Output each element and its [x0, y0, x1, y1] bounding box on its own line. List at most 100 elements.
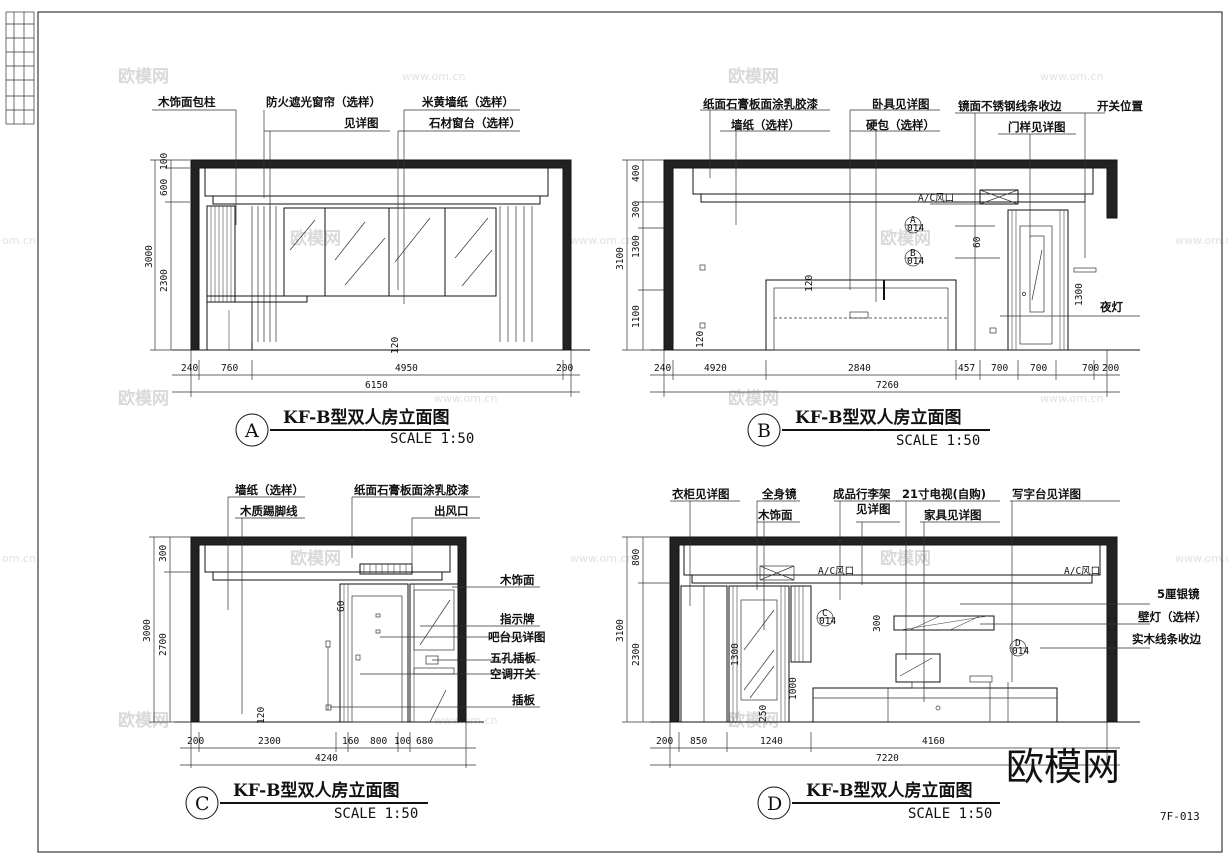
dim-b-457: 457: [958, 363, 975, 374]
watermark-brand: 欧模网: [728, 388, 779, 409]
svg-text:014: 014: [907, 223, 924, 234]
dim-a-4950: 4950: [395, 363, 418, 374]
dim-a-600: 600: [159, 179, 170, 196]
label-c-sign: 指示牌: [500, 612, 535, 626]
dim-b-120-bottom: 120: [695, 331, 706, 348]
label-a-stone-sill: 石材窗台（选样）: [428, 116, 521, 130]
callout-d-c: C 014: [816, 608, 836, 627]
label-b-switch: 开关位置: [1097, 99, 1143, 113]
label-a-see-detail: 见详图: [344, 116, 379, 130]
dim-d-850: 850: [690, 736, 707, 747]
bottom-dims-c: [180, 722, 476, 768]
label-b-steel-trim: 镜面不锈钢线条收边: [958, 99, 1062, 113]
headboard: [765, 279, 957, 351]
dim-b-1300-door: 1300: [1074, 283, 1085, 306]
dim-c-160: 160: [342, 736, 359, 747]
dim-b-4920: 4920: [704, 363, 727, 374]
view-title-a: KF-B型双人房立面图: [283, 407, 450, 428]
dim-b-1300: 1300: [631, 235, 642, 258]
label-c-outlet: 出风口: [434, 504, 469, 518]
dim-d-total: 7220: [876, 753, 899, 764]
dim-b-700c: 700: [1082, 363, 1099, 374]
watermark-url: www.om.cn: [402, 70, 465, 83]
label-c-wood: 木饰面: [499, 573, 535, 587]
dim-a-100: 100: [159, 153, 170, 170]
watermark-brand: 欧模网: [728, 710, 779, 731]
svg-text:C: C: [822, 608, 828, 619]
view-scale-c: SCALE 1:50: [334, 806, 418, 822]
side-dims-b: [622, 159, 664, 351]
label-b-door: 门样见详图: [1008, 120, 1066, 134]
wood-column: [206, 205, 253, 351]
dim-d-4160: 4160: [922, 736, 945, 747]
watermark-url: www.om.cn: [1175, 234, 1228, 247]
label-b-bedding: 卧具见详图: [872, 97, 930, 111]
dim-a-200: 200: [556, 363, 573, 374]
dim-c-120: 120: [256, 707, 267, 724]
watermark-brand: 欧模网: [290, 548, 341, 569]
dim-b-total: 7260: [876, 380, 899, 391]
dim-a-3000: 3000: [144, 245, 155, 268]
callout-d-d: D 014: [1009, 638, 1029, 657]
watermark-url: www.om.cn: [570, 234, 633, 247]
label-c-ac-switch: 空调开关: [490, 667, 536, 681]
leaders-c: [227, 496, 540, 714]
air-outlet: [359, 563, 413, 575]
full-mirror: [728, 565, 795, 723]
label-d-wardrobe: 衣柜见详图: [672, 487, 730, 501]
dim-b-400: 400: [631, 165, 642, 182]
side-dims-c: [149, 536, 191, 723]
dim-c-60: 60: [336, 600, 347, 612]
view-letter-b: B: [757, 420, 771, 442]
dim-d-800: 800: [631, 549, 642, 566]
ac-vent: [979, 189, 1019, 205]
dim-b-240: 240: [654, 363, 671, 374]
watermark-brand: 欧模网: [118, 388, 169, 409]
label-b-night-light: 夜灯: [1099, 300, 1123, 314]
watermark-brand: 欧模网: [728, 66, 779, 87]
label-d-silver-mirror: 5厘银镜: [1157, 587, 1200, 601]
dim-c-2700: 2700: [158, 633, 169, 656]
label-c-socket5: 五孔插板: [490, 651, 536, 665]
label-b-ac: A/C风口: [918, 193, 954, 204]
furniture-d: [812, 615, 1058, 723]
view-marker-c: [185, 786, 219, 820]
elevation-b: A 014 B 014 纸面石膏板面涂乳胶漆 墙纸（选样） 卧具见详图 硬包（选…: [615, 97, 1143, 449]
label-c-skirting: 木质踢脚线: [239, 504, 298, 518]
label-c-gypsum: 纸面石膏板面涂乳胶漆: [354, 483, 469, 497]
label-d-wood-trim: 实木线条收边: [1132, 632, 1201, 646]
dim-b-700b: 700: [1030, 363, 1047, 374]
dim-d-200: 200: [656, 736, 673, 747]
elevation-d: C 014 D 014 衣柜见详图 全身镜 木饰面 成品行李架 见详图 2: [615, 487, 1207, 822]
svg-text:B: B: [910, 248, 916, 259]
watermark-url: www.om.cn: [434, 392, 497, 405]
dim-a-total: 6150: [365, 380, 388, 391]
svg-text:D: D: [1015, 638, 1021, 649]
label-d-luggage: 成品行李架: [833, 487, 891, 501]
watermark-brand: 欧模网: [880, 228, 931, 249]
stone-sill: [206, 295, 308, 303]
dim-a-inner: 120: [390, 337, 401, 354]
label-d-wood: 木饰面: [757, 508, 793, 522]
view-title-d: KF-B型双人房立面图: [806, 780, 973, 801]
dim-d-1000: 1000: [788, 677, 799, 700]
watermark-url-short: om.cn: [2, 234, 36, 247]
dim-a-760: 760: [221, 363, 238, 374]
leaders-a: [152, 109, 520, 304]
bottom-dims-d: [650, 722, 1120, 768]
dim-b-1100: 1100: [631, 305, 642, 328]
view-letter-a: A: [244, 420, 259, 442]
label-b-soft-pack: 硬包（选样）: [866, 118, 935, 132]
watermark-url-short: om.cn: [2, 552, 36, 565]
label-a-curtain: 防火遮光窗帘（选样）: [266, 95, 381, 109]
dim-c-300: 300: [158, 545, 169, 562]
dim-c-100: 100: [394, 736, 411, 747]
wardrobe: [680, 585, 728, 723]
svg-text:014: 014: [907, 256, 924, 267]
dim-b-200: 200: [1102, 363, 1119, 374]
watermark-url: www.om.cn: [570, 552, 633, 565]
door-c: [339, 583, 409, 723]
label-d-see-detail: 见详图: [856, 502, 891, 516]
watermarks: 欧模网 www.om.cn 欧模网 www.om.cn 欧模网 www.om.c…: [2, 66, 1228, 731]
elevation-a: 木饰面包柱 防火遮光窗帘（选样） 见详图 米黄墙纸（选样） 石材窗台（选样） 1…: [144, 95, 590, 447]
